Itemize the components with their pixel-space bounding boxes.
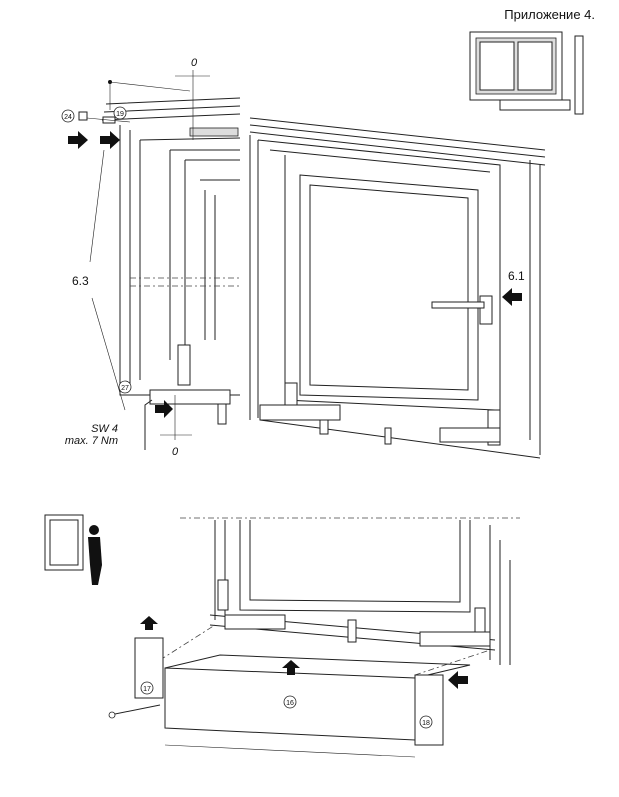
right-window: 6.1 bbox=[249, 117, 546, 459]
sill-cover-16: 16 bbox=[164, 654, 471, 758]
thumbnail-window bbox=[469, 31, 584, 115]
arrow-left-icon bbox=[448, 671, 468, 689]
arrow-right-icon bbox=[68, 131, 88, 149]
tool-size-label: SW 4 bbox=[91, 423, 118, 435]
arrow-left-icon bbox=[502, 288, 522, 306]
person-at-window-icon bbox=[44, 514, 102, 585]
part-19-label: 19 bbox=[116, 111, 124, 118]
arrow-up-icon bbox=[140, 616, 158, 630]
step-6-1-label: 6.1 bbox=[508, 269, 525, 283]
clearance-top-label: 0 bbox=[191, 57, 198, 69]
part-18-label: 18 bbox=[422, 720, 430, 727]
step-6-3: 6.3 bbox=[72, 149, 126, 411]
end-cap-17: 17 bbox=[108, 616, 164, 719]
arrow-right-icon bbox=[155, 400, 173, 418]
sill-assembly bbox=[159, 517, 520, 676]
end-cap-18: 18 bbox=[414, 671, 468, 746]
left-frame-section bbox=[101, 97, 241, 425]
torque-label: max. 7 Nm bbox=[65, 435, 118, 447]
arrow-up-icon bbox=[282, 660, 300, 675]
step-6-3-label: 6.3 bbox=[72, 274, 89, 288]
page-title: Приложение 4. bbox=[504, 7, 595, 22]
part-16-label: 16 bbox=[286, 700, 294, 707]
arrow-right-icon bbox=[100, 131, 120, 149]
dimension-top: 0 bbox=[108, 57, 210, 140]
part-24-label: 24 bbox=[64, 114, 72, 121]
part-17-label: 17 bbox=[143, 686, 151, 693]
parts-24-19: 24 19 bbox=[61, 106, 131, 149]
part-27-tool: 27 SW 4 max. 7 Nm 0 bbox=[65, 380, 192, 458]
clearance-bottom-label: 0 bbox=[172, 446, 179, 458]
part-27-label: 27 bbox=[121, 385, 129, 392]
